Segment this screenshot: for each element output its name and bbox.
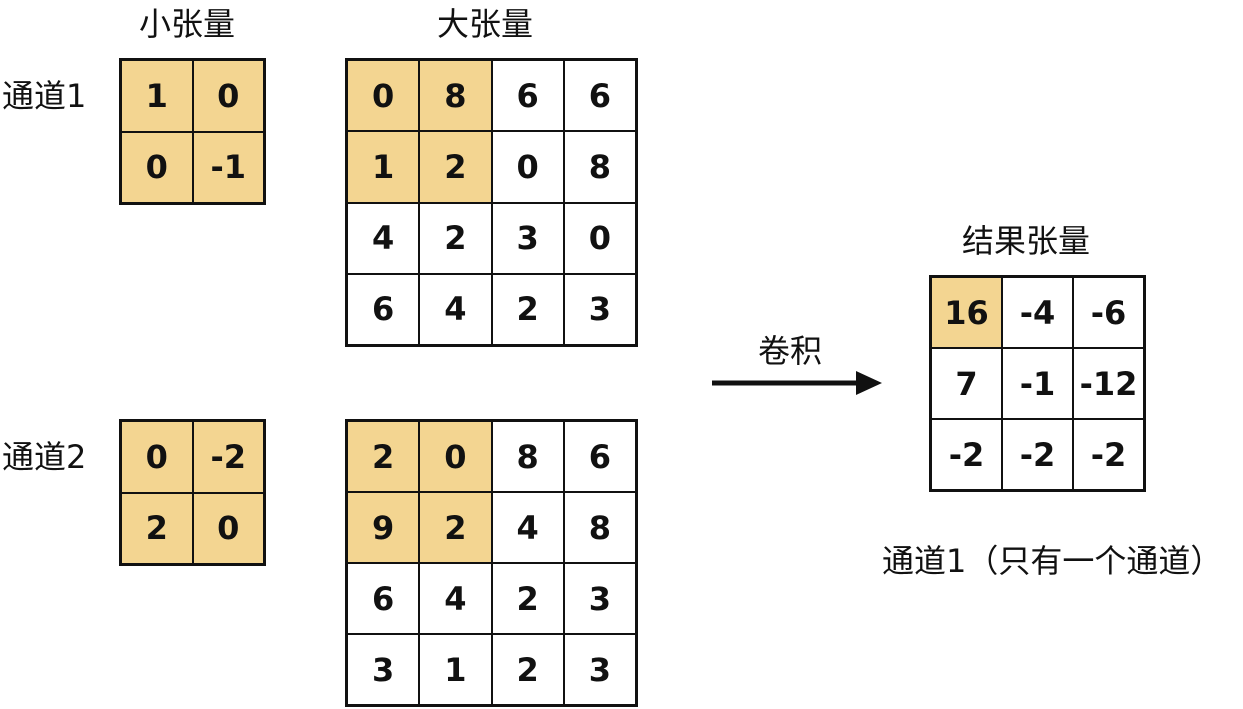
large-tensor-cell: 2 [347,421,420,492]
arrow-right-icon [712,371,882,395]
small-tensor-cell: 1 [121,60,193,132]
small-tensor-cell: 0 [192,60,264,132]
large-tensor-cell: 0 [347,60,420,132]
large-tensor-cell: 1 [347,131,420,203]
convolution-label: 卷积 [758,332,823,370]
large-tensor-cell: 4 [419,563,492,634]
large-tensor-header: 大张量 [437,5,534,43]
large-tensor-cell: 6 [347,563,420,634]
large-tensor-cell: 2 [491,634,564,705]
small-tensor-cell: 0 [121,131,193,203]
small-tensor-cell: 2 [121,492,193,564]
channel-1-label: 通道1 [2,77,87,115]
large-tensor-cell: 6 [563,60,636,132]
large-tensor-cell: 2 [419,202,492,274]
small-tensor-cell: -1 [192,131,264,203]
large-tensor-cell: 3 [563,273,636,345]
large-tensor-cell: 1 [419,634,492,705]
large-tensor-cell: 3 [563,563,636,634]
large-tensor-cell: 2 [419,492,492,563]
large-tensor-cell: 8 [563,492,636,563]
large-tensor-cell: 2 [491,273,564,345]
result-tensor-cell: -2 [1073,419,1144,490]
large-tensor-cell: 3 [347,634,420,705]
large-tensor-cell: 3 [491,202,564,274]
large-tensor-cell: 8 [563,131,636,203]
large-tensor-cell: 6 [491,60,564,132]
large-tensor-cell: 0 [491,131,564,203]
result-tensor-cell: -12 [1073,348,1144,419]
result-tensor-cell: -4 [1002,277,1073,348]
result-tensor-cell: 7 [931,348,1002,419]
large-tensor-cell: 4 [491,492,564,563]
result-tensor-cell: 16 [931,277,1002,348]
large-tensor-cell: 3 [563,634,636,705]
large-tensor-cell: 0 [419,421,492,492]
small-tensor-cell: 0 [192,492,264,564]
large-tensor-cell: 9 [347,492,420,563]
large-tensor-cell: 0 [563,202,636,274]
large-tensor-cell: 6 [347,273,420,345]
small-tensor-header: 小张量 [139,5,236,43]
result-tensor-cell: -6 [1073,277,1144,348]
channel-2-label: 通道2 [2,438,87,476]
large-tensor-cell: 4 [419,273,492,345]
result-tensor-cell: -2 [931,419,1002,490]
large-tensor-cell: 8 [419,60,492,132]
result-tensor-cell: -1 [1002,348,1073,419]
result-caption: 通道1（只有一个通道） [882,542,1223,580]
large-tensor-cell: 2 [491,563,564,634]
large-tensor-cell: 8 [491,421,564,492]
small-tensor-cell: 0 [121,421,193,493]
small-tensor-cell: -2 [192,421,264,493]
result-tensor-header: 结果张量 [962,222,1091,260]
large-tensor-cell: 4 [347,202,420,274]
result-tensor-cell: -2 [1002,419,1073,490]
large-tensor-cell: 6 [563,421,636,492]
large-tensor-cell: 2 [419,131,492,203]
